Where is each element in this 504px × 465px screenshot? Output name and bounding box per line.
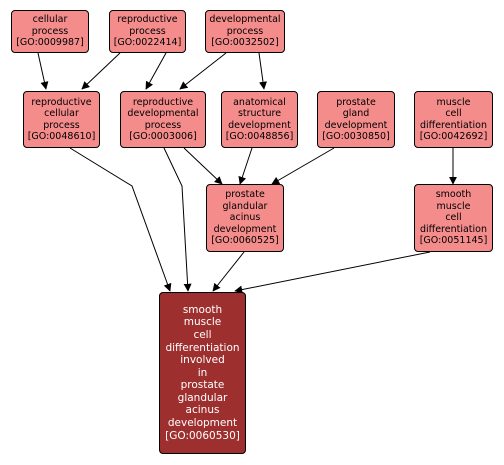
node-label-line: reproductive: [31, 96, 92, 108]
node-prostate-gland-development[interactable]: prostate gland development [GO:0030850]: [317, 91, 395, 148]
node-cellular-process[interactable]: cellular process [GO:0009987]: [11, 10, 89, 53]
node-reproductive-process[interactable]: reproductive process [GO:0022414]: [109, 10, 186, 53]
node-label-line: smooth: [182, 303, 223, 316]
node-go-id: [GO:0022414]: [113, 37, 182, 49]
node-label-line: muscle: [436, 96, 471, 108]
node-label-line: gland: [342, 108, 370, 119]
node-label-line: cell: [193, 328, 212, 341]
node-go-id: [GO:0030850]: [322, 131, 390, 142]
edge-cellular-to-reproductive-cellular: [37, 52, 49, 90]
edge-developmental-to-reproductive-developmental: [179, 52, 227, 90]
node-label-line: development: [167, 417, 238, 430]
node-label-line: structure: [237, 108, 282, 119]
edge-reproductive-process-to-reproductive-cellular: [81, 52, 121, 90]
edge-reproductive-process-to-reproductive-developmental: [145, 52, 167, 90]
node-label-line: smooth: [435, 189, 472, 201]
node-label-line: reproductive: [132, 96, 194, 108]
node-label-line: reproductive: [117, 14, 178, 26]
node-label-line: development: [324, 119, 388, 131]
node-label-line: muscle: [436, 200, 471, 212]
node-label-line: acinus: [229, 212, 261, 224]
node-label-line: in: [197, 366, 208, 379]
node-target-term[interactable]: smooth muscle cell differentiation invol…: [159, 292, 246, 454]
node-go-id: [GO:0048856]: [225, 131, 294, 142]
node-label-line: differentiation: [165, 341, 240, 354]
edge-acinus-to-target: [212, 251, 245, 292]
node-label-line: prostate: [180, 379, 225, 392]
node-go-id: [GO:0048610]: [27, 131, 96, 142]
node-label-line: process: [226, 25, 264, 37]
node-anatomical-structure-development[interactable]: anatomical structure development [GO:004…: [221, 91, 298, 148]
node-label-line: prostate: [336, 96, 376, 108]
edge-reproductive-developmental-to-target: [163, 147, 192, 292]
node-label-line: muscle: [183, 316, 222, 329]
node-label-line: development: [213, 223, 277, 235]
node-label-line: cell: [445, 212, 462, 224]
node-go-id: [GO:0060530]: [165, 429, 240, 442]
edge-reproductive-cellular-to-target: [69, 147, 172, 292]
node-label-line: cellular: [44, 108, 79, 119]
node-go-id: [GO:0060525]: [211, 235, 279, 247]
node-developmental-process[interactable]: developmental process [GO:0032502]: [205, 10, 285, 53]
node-label-line: process: [43, 119, 80, 131]
node-label-line: glandular: [177, 391, 228, 404]
node-muscle-cell-differentiation[interactable]: muscle cell differentiation [GO:0042692]: [414, 91, 493, 148]
node-go-id: [GO:0009987]: [16, 37, 84, 49]
node-smooth-muscle-cell-differentiation[interactable]: smooth muscle cell differentiation [GO:0…: [414, 184, 493, 252]
node-label-line: involved: [180, 354, 225, 367]
node-reproductive-cellular-process[interactable]: reproductive cellular process [GO:004861…: [23, 91, 100, 148]
node-label-line: differentiation: [419, 119, 487, 131]
node-label-line: acinus: [185, 404, 220, 417]
node-label-line: cell: [445, 108, 462, 119]
node-label-line: cellular: [32, 14, 68, 26]
edge-anatomical-to-acinus: [238, 147, 253, 185]
node-label-line: prostate: [225, 189, 265, 201]
node-label-line: glandular: [222, 200, 268, 212]
edge-developmental-to-anatomical: [258, 52, 267, 90]
node-prostate-glandular-acinus-development[interactable]: prostate glandular acinus development [G…: [206, 184, 284, 252]
node-label-line: differentiation: [419, 223, 487, 235]
edge-smooth-muscle-cell-to-target: [234, 251, 431, 294]
edge-reproductive-developmental-to-acinus: [183, 147, 223, 185]
node-label-line: developmental: [209, 14, 281, 26]
node-label-line: process: [31, 25, 69, 37]
node-go-id: [GO:0032502]: [211, 37, 279, 49]
node-reproductive-developmental-process[interactable]: reproductive developmental process [GO:0…: [120, 91, 206, 148]
node-label-line: development: [228, 119, 291, 131]
node-label-line: process: [144, 119, 182, 131]
edge-prostate-gland-to-acinus: [271, 147, 335, 185]
node-go-id: [GO:0003006]: [129, 131, 197, 142]
node-go-id: [GO:0042692]: [419, 131, 488, 142]
node-label-line: developmental: [127, 108, 199, 119]
node-label-line: anatomical: [233, 96, 286, 108]
node-go-id: [GO:0051145]: [419, 235, 488, 247]
node-label-line: process: [129, 25, 166, 37]
